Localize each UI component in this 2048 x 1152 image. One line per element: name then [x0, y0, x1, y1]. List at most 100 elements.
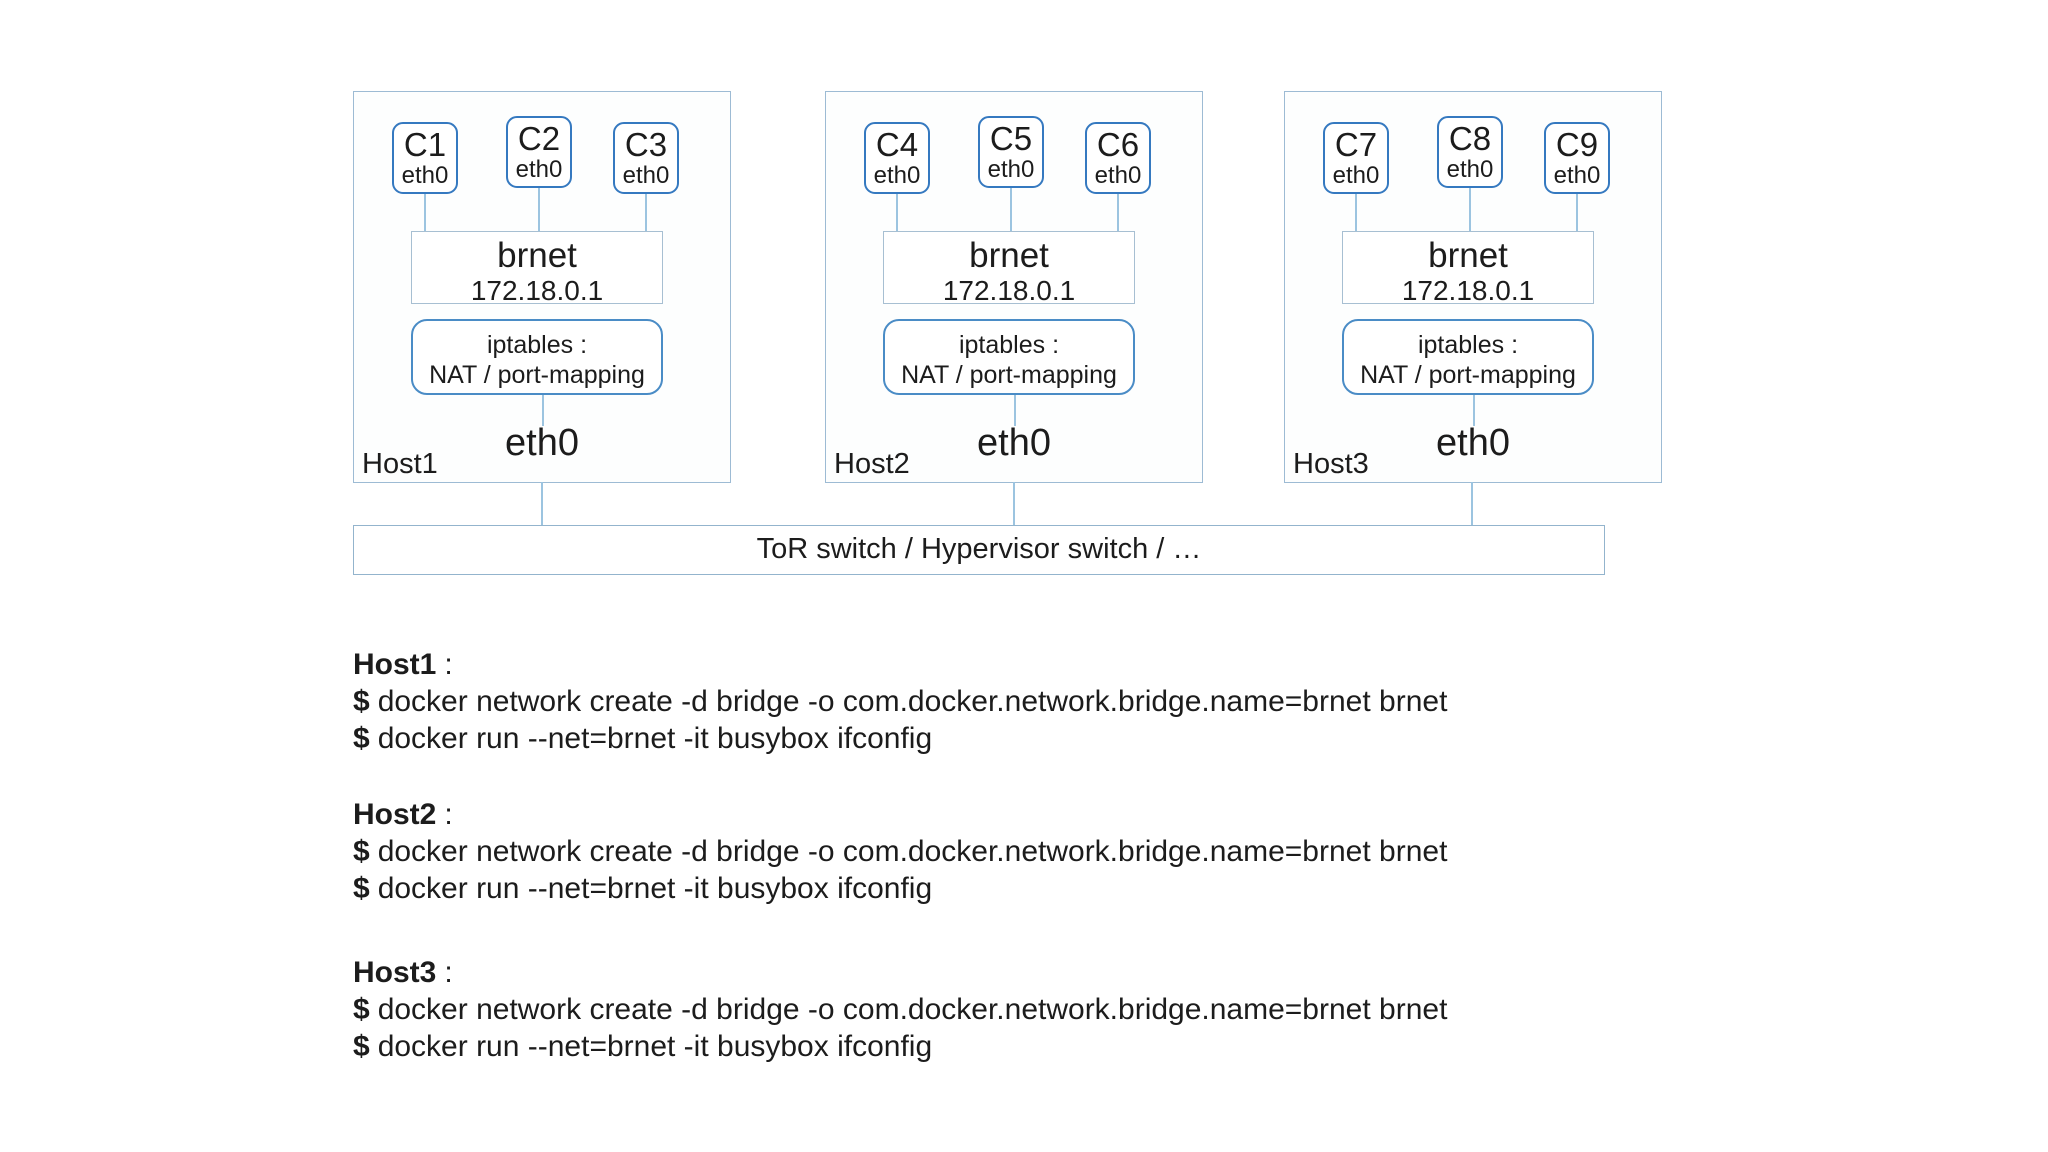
- bridge-ip: 172.18.0.1: [942, 275, 1076, 306]
- container-name: C9: [1555, 126, 1599, 163]
- command-line: $docker run --net=brnet -it busybox ifco…: [353, 870, 1653, 907]
- container-name: C7: [1334, 126, 1378, 163]
- command-line: $docker network create -d bridge -o com.…: [353, 991, 1653, 1028]
- shell-prompt: $: [353, 1030, 370, 1063]
- connector-line: [541, 482, 543, 525]
- connector-line: [424, 194, 426, 231]
- colon: :: [444, 648, 453, 681]
- container-name: C1: [403, 126, 447, 163]
- command-text: docker network create -d bridge -o com.d…: [377, 685, 1448, 718]
- connector-line: [1473, 395, 1475, 426]
- container-name: C4: [875, 126, 919, 163]
- command-text: docker network create -d bridge -o com.d…: [377, 993, 1448, 1026]
- iptables-label: iptables :: [1417, 331, 1519, 359]
- colon: :: [444, 956, 453, 989]
- connector-line: [1014, 395, 1016, 426]
- container-iface-label: eth0: [1446, 156, 1494, 183]
- colon: :: [444, 798, 453, 831]
- command-block-host3: Host3: $docker network create -d bridge …: [353, 954, 1653, 1065]
- bridge-box: brnet 172.18.0.1: [1342, 231, 1594, 306]
- host-iface-label: eth0: [977, 422, 1051, 464]
- command-text: docker run --net=brnet -it busybox ifcon…: [377, 872, 933, 905]
- container-box-c1: C1 eth0: [392, 122, 458, 194]
- host-label: Host2: [834, 448, 910, 480]
- command-text: docker run --net=brnet -it busybox ifcon…: [377, 1030, 933, 1063]
- connector-line: [896, 194, 898, 231]
- iptables-label: iptables :: [958, 331, 1060, 359]
- host-box-3: C7 eth0 C8 eth0 C9 eth0 brnet 172.18.0.1…: [1284, 91, 1662, 483]
- host-box-2: C4 eth0 C5 eth0 C6 eth0 brnet 172.18.0.1…: [825, 91, 1203, 483]
- iptables-box: iptables : NAT / port-mapping: [883, 319, 1135, 395]
- container-name: C3: [624, 126, 668, 163]
- command-text: docker network create -d bridge -o com.d…: [377, 835, 1448, 868]
- tor-switch-box: ToR switch / Hypervisor switch / …: [353, 525, 1605, 575]
- shell-prompt: $: [353, 685, 370, 718]
- command-line: $docker network create -d bridge -o com.…: [353, 683, 1653, 720]
- connector-line: [1013, 482, 1015, 525]
- container-iface-label: eth0: [1332, 162, 1380, 189]
- bridge-box: brnet 172.18.0.1: [411, 231, 663, 306]
- command-block-header: Host3:: [353, 954, 1653, 991]
- container-box-c8: C8 eth0: [1437, 116, 1503, 188]
- shell-prompt: $: [353, 993, 370, 1026]
- nat-portmapping-label: NAT / port-mapping: [901, 361, 1117, 389]
- command-line: $docker run --net=brnet -it busybox ifco…: [353, 720, 1653, 757]
- bridge-ip: 172.18.0.1: [470, 275, 604, 306]
- container-name: C5: [989, 120, 1033, 157]
- container-box-c7: C7 eth0: [1323, 122, 1389, 194]
- connector-line: [645, 194, 647, 231]
- host-name: Host2: [353, 798, 437, 831]
- connector-line: [1471, 482, 1473, 525]
- container-box-c4: C4 eth0: [864, 122, 930, 194]
- container-box-c5: C5 eth0: [978, 116, 1044, 188]
- host-iface-label: eth0: [505, 422, 579, 464]
- container-iface-label: eth0: [873, 162, 921, 189]
- host-iface-label: eth0: [1436, 422, 1510, 464]
- shell-prompt: $: [353, 872, 370, 905]
- container-iface-label: eth0: [622, 162, 670, 189]
- container-name: C6: [1096, 126, 1140, 163]
- container-box-c2: C2 eth0: [506, 116, 572, 188]
- connector-line: [1576, 194, 1578, 231]
- command-block-header: Host2:: [353, 796, 1653, 833]
- bridge-name: brnet: [1428, 236, 1508, 275]
- command-text: docker run --net=brnet -it busybox ifcon…: [377, 722, 933, 755]
- bridge-name: brnet: [969, 236, 1049, 275]
- connector-line: [542, 395, 544, 426]
- container-name: C2: [517, 120, 561, 157]
- host-name: Host1: [353, 648, 437, 681]
- container-box-c3: C3 eth0: [613, 122, 679, 194]
- host-box-1: C1 eth0 C2 eth0 C3 eth0 brnet 172.18.0.1…: [353, 91, 731, 483]
- container-iface-label: eth0: [1553, 162, 1601, 189]
- connector-line: [1355, 194, 1357, 231]
- container-box-c9: C9 eth0: [1544, 122, 1610, 194]
- command-block-host1: Host1: $docker network create -d bridge …: [353, 646, 1653, 757]
- container-iface-label: eth0: [515, 156, 563, 183]
- host-label: Host3: [1293, 448, 1369, 480]
- container-iface-label: eth0: [1094, 162, 1142, 189]
- container-iface-label: eth0: [401, 162, 449, 189]
- command-line: $docker network create -d bridge -o com.…: [353, 833, 1653, 870]
- connector-line: [1469, 188, 1471, 231]
- host-label: Host1: [362, 448, 438, 480]
- connector-line: [1010, 188, 1012, 231]
- shell-prompt: $: [353, 835, 370, 868]
- iptables-label: iptables :: [486, 331, 588, 359]
- tor-switch-label: ToR switch / Hypervisor switch / …: [756, 533, 1202, 565]
- connector-line: [1117, 194, 1119, 231]
- bridge-ip: 172.18.0.1: [1401, 275, 1535, 306]
- host-name: Host3: [353, 956, 437, 989]
- nat-portmapping-label: NAT / port-mapping: [1360, 361, 1576, 389]
- bridge-box: brnet 172.18.0.1: [883, 231, 1135, 306]
- container-name: C8: [1448, 120, 1492, 157]
- iptables-box: iptables : NAT / port-mapping: [1342, 319, 1594, 395]
- container-iface-label: eth0: [987, 156, 1035, 183]
- command-block-header: Host1:: [353, 646, 1653, 683]
- command-block-host2: Host2: $docker network create -d bridge …: [353, 796, 1653, 907]
- command-line: $docker run --net=brnet -it busybox ifco…: [353, 1028, 1653, 1065]
- bridge-name: brnet: [497, 236, 577, 275]
- shell-prompt: $: [353, 722, 370, 755]
- iptables-box: iptables : NAT / port-mapping: [411, 319, 663, 395]
- connector-line: [538, 188, 540, 231]
